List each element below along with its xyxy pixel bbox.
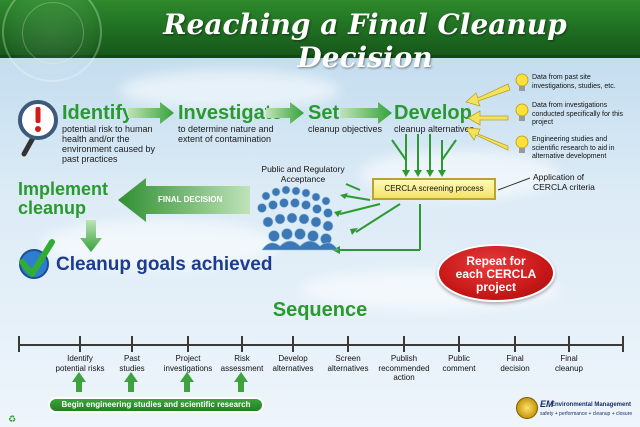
cercla-screening-box: CERCLA screening process: [372, 178, 496, 200]
header-banner: Reaching a Final Cleanup Decision: [0, 0, 640, 82]
timeline-up-arrows: [72, 372, 248, 392]
lightbulb-icon: [515, 73, 529, 153]
magnifier-exclamation-icon: [18, 100, 58, 157]
step-develop-label: Develop: [394, 102, 472, 124]
timeline-tick: [458, 336, 460, 352]
goals-achieved-label: Cleanup goals achieved: [56, 254, 273, 275]
step-investigate-label: Investigate: [178, 102, 283, 124]
em-logo-icon: [516, 397, 538, 419]
timeline-tick: [568, 336, 570, 352]
arrow-set-develop: [340, 102, 392, 124]
timeline-tick: [514, 336, 516, 352]
timeline-tick: [347, 336, 349, 352]
step-set-desc: cleanup objectives: [308, 124, 383, 134]
input-arrows: [465, 83, 511, 151]
cloud: [40, 220, 280, 270]
timeline-tick: [403, 336, 405, 352]
timeline-end-tick: [18, 336, 20, 352]
arrow-implement-goals: [80, 220, 102, 252]
sequence-title: Sequence: [272, 299, 368, 321]
em-logo-mark: EM: [540, 399, 554, 409]
arrow-final-decision: [118, 178, 250, 222]
timeline-tick: [292, 336, 294, 352]
develop-to-cercla-arrows: [336, 134, 457, 251]
step-identify-label: Identify: [62, 102, 134, 124]
timeline-tick: [131, 336, 133, 352]
timeline-tick: [79, 336, 81, 352]
arrow-investigate-set: [266, 102, 304, 124]
checkmark-icon: [19, 239, 55, 279]
arrow-identify-investigate: [128, 102, 174, 124]
em-tagline: safety + performance + cleanup + closure: [540, 411, 633, 417]
final-decision-label: FINAL DECISION: [158, 195, 223, 204]
timeline-tick: [241, 336, 243, 352]
doe-seal-icon: [2, 0, 102, 82]
page-title: Reaching a Final Cleanup Decision: [163, 8, 567, 74]
people-crowd-icon: [257, 185, 339, 251]
timeline-end-tick: [622, 336, 624, 352]
step-set-label: Set: [308, 102, 340, 124]
em-org-name: Environmental Management: [551, 402, 632, 408]
timeline-tick: [187, 336, 189, 352]
step-develop-desc: cleanup alternatives: [394, 124, 475, 134]
cloud: [120, 70, 340, 110]
begin-research-bar: Begin engineering studies and scientific…: [48, 397, 264, 413]
recycle-icon: ♻: [8, 414, 17, 424]
timeline-line: [18, 344, 624, 346]
